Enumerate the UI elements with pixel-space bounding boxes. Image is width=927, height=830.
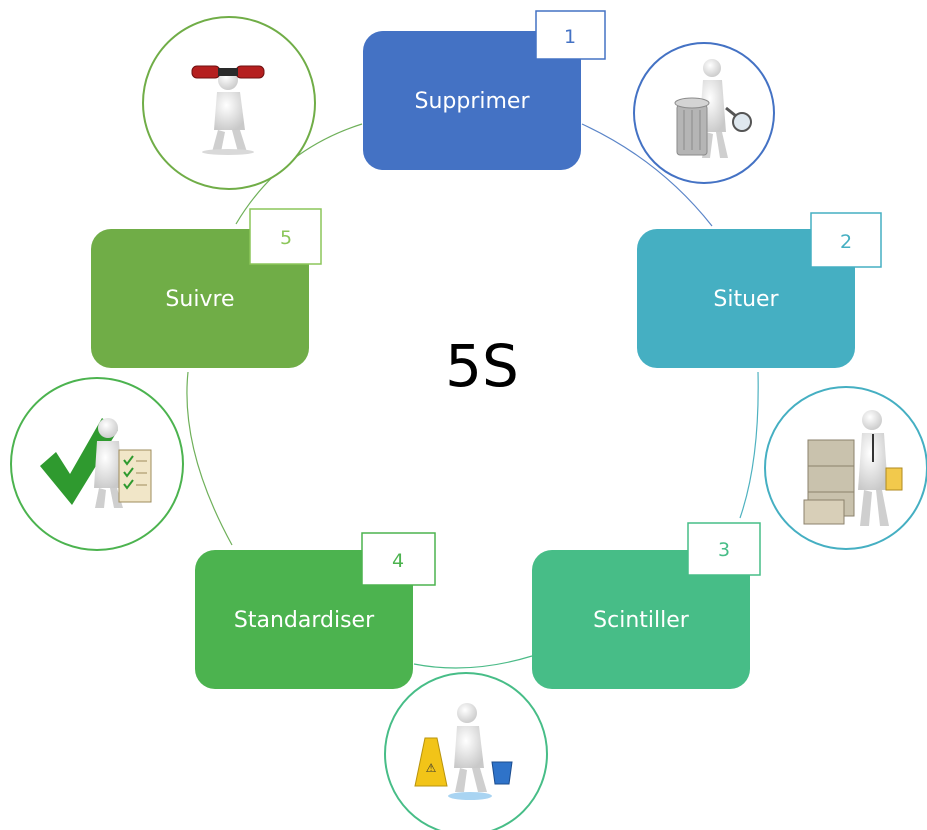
step-box: [532, 550, 750, 689]
center-title: 5S: [445, 332, 519, 400]
step-4-standardiser: Standardiser 4: [195, 532, 436, 689]
step-number: 3: [718, 539, 730, 561]
connector-3-4: [413, 655, 533, 669]
connector-4-5: [186, 371, 233, 546]
step-label: Supprimer: [414, 89, 530, 114]
step-number-box: [535, 10, 606, 60]
step-number-box: [361, 532, 436, 586]
step-3-scintiller: Scintiller 3: [532, 522, 761, 689]
step-number: 2: [840, 231, 852, 253]
step-box: [195, 550, 413, 689]
connector-2-3: [739, 371, 759, 519]
person-at-filing-cabinet-icon: [764, 386, 927, 550]
step-label: Scintiller: [593, 608, 690, 633]
step-label: Suivre: [165, 287, 234, 312]
step-1-supprimer: Supprimer 1: [363, 10, 606, 170]
step-5-suivre: Suivre 5: [91, 208, 322, 368]
step-label: Situer: [713, 287, 779, 312]
person-with-checkmark-checklist-icon: [10, 377, 184, 551]
step-box: [637, 229, 855, 368]
step-number: 4: [392, 550, 404, 572]
step-label: Standardiser: [234, 608, 375, 633]
step-number: 1: [564, 26, 576, 48]
step-2-situer: Situer 2: [637, 212, 882, 368]
step-number-box: [810, 212, 882, 268]
step-box: [363, 31, 581, 170]
person-with-binoculars-icon: [142, 16, 316, 190]
step-number: 5: [280, 227, 292, 249]
step-number-box: [249, 208, 322, 265]
svg-text:⚠: ⚠: [426, 761, 437, 775]
person-with-trash-can-and-magnifier-icon: [633, 42, 775, 184]
step-number-box: [687, 522, 761, 576]
person-cleaning-floor-icon: ⚠: [384, 672, 548, 830]
connector-1-2: [581, 123, 713, 227]
